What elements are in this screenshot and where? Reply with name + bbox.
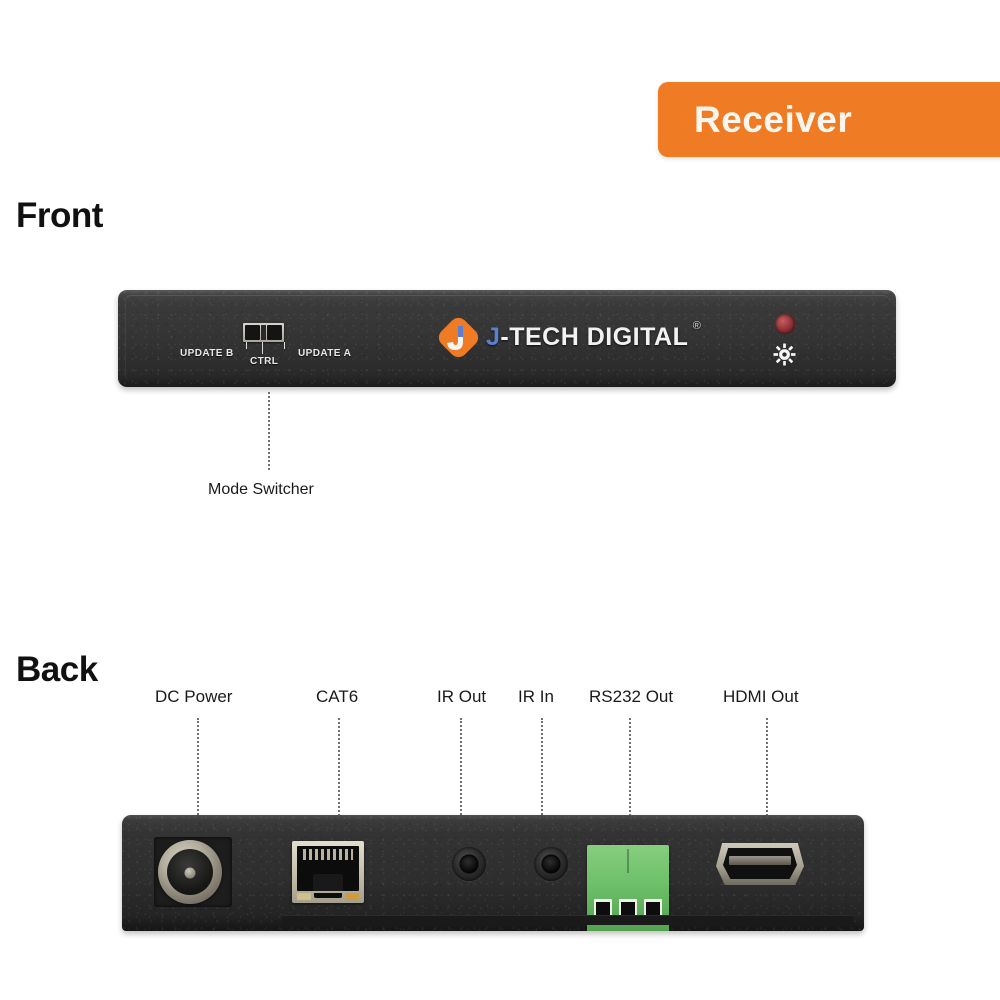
leader-line-rs232-out — [629, 718, 631, 848]
jtech-diamond-icon — [438, 317, 479, 358]
leader-line-dc-power — [197, 718, 199, 826]
mode-switcher-leader-line — [268, 392, 270, 470]
front-section-heading: Front — [16, 196, 103, 235]
back-panel-bottom-lip — [282, 915, 854, 925]
dip-key-left[interactable] — [245, 325, 260, 340]
receiver-banner-label: Receiver — [694, 98, 853, 140]
ir-in-port[interactable] — [534, 847, 568, 881]
silkscreen-label-update-b: UPDATE B — [180, 348, 234, 359]
power-led-indicator — [775, 314, 795, 334]
front-panel-device: UPDATE B CTRL UPDATE A J-TECH DIGITAL® — [118, 290, 896, 387]
leader-line-ir-in — [541, 718, 543, 855]
mode-switcher-dip-switch[interactable] — [243, 323, 284, 342]
receiver-banner: Receiver — [658, 82, 1000, 157]
back-panel-device — [122, 815, 864, 931]
hdmi-out-port[interactable] — [716, 843, 804, 885]
leader-line-hdmi-out — [766, 718, 768, 832]
dc-power-center-pin — [184, 867, 196, 879]
port-label-dc-power: DC Power — [155, 687, 233, 706]
brand-wordmark: J-TECH DIGITAL® — [486, 320, 701, 352]
silkscreen-label-update-a: UPDATE A — [298, 348, 352, 359]
cat6-rj45-port[interactable] — [292, 841, 364, 903]
rj45-cavity — [297, 846, 359, 891]
rj45-activity-led — [345, 893, 359, 900]
leader-line-ir-out — [460, 718, 462, 855]
rj45-link-led — [297, 893, 311, 900]
registered-mark-icon: ® — [692, 320, 702, 332]
port-label-ir-in: IR In — [518, 687, 554, 706]
terminal-screw-slot — [627, 849, 629, 873]
ir-out-port[interactable] — [452, 847, 486, 881]
rj45-contact-pins — [303, 849, 353, 860]
dip-key-right[interactable] — [267, 325, 282, 340]
gear-icon — [772, 342, 797, 367]
port-label-rs232-out: RS232 Out — [589, 687, 674, 706]
port-label-cat6: CAT6 — [316, 687, 359, 706]
rj45-latch-slot — [313, 874, 343, 891]
brand-wordmark-text: -TECH DIGITAL — [500, 323, 689, 351]
dc-power-port-cavity — [167, 849, 213, 895]
silkscreen-tick-update-a — [284, 342, 285, 349]
dip-gap — [261, 325, 266, 340]
silkscreen-tick-update-b — [246, 342, 247, 349]
brand-logo: J-TECH DIGITAL® — [438, 317, 701, 358]
dc-power-port[interactable] — [158, 840, 222, 904]
back-section-heading: Back — [16, 650, 98, 689]
silkscreen-label-ctrl: CTRL — [250, 356, 279, 367]
hdmi-contact-blade — [729, 856, 791, 865]
port-label-hdmi-out: HDMI Out — [723, 687, 799, 706]
rj45-notch — [313, 893, 343, 898]
leader-line-cat6 — [338, 718, 340, 848]
silkscreen-tick-ctrl — [262, 342, 263, 354]
brand-wordmark-j: J — [486, 323, 501, 351]
port-label-ir-out: IR Out — [437, 687, 487, 706]
mode-switcher-callout-label: Mode Switcher — [208, 481, 314, 498]
